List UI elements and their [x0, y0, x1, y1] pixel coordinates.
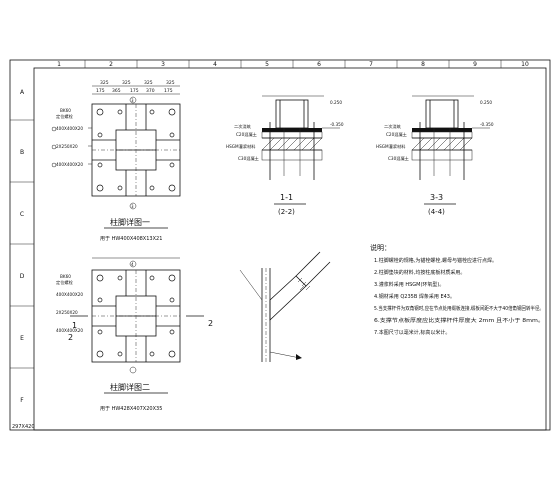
detail-1-plan: 325 325 325 325 175 365 175 370 175 3	[51, 80, 181, 242]
dim-text: 175	[164, 88, 173, 94]
callout: 二次浇筑	[234, 123, 252, 130]
section-1-1: 二次浇筑 C20混凝土 HSGM灌浆材料 C30混凝土 -0.350 0.250…	[226, 95, 344, 216]
section-mark: 4	[131, 262, 134, 267]
detail-2-title: 柱脚详图二	[110, 382, 150, 392]
sheet-code: 297X420	[12, 424, 35, 430]
note-item: 4.钢材采用 Q235B 焊条采用 E43。	[374, 293, 455, 300]
note-item: 3.灌浆料采用 HSGM(环氧型)。	[374, 281, 444, 288]
leader-label: 2X250X20	[56, 144, 78, 149]
grout-layer	[261, 131, 323, 139]
col-number: 4	[213, 61, 217, 68]
dim-text: 325	[122, 80, 131, 86]
leader-label: 2X250X20	[56, 310, 78, 315]
detail-1-subtitle: 用于 HW400X408X13X21	[100, 236, 162, 242]
row-letter: B	[20, 149, 24, 156]
leader-label: BK60	[60, 108, 71, 113]
row-letter: A	[20, 89, 25, 96]
leader-label: 400X400X20	[56, 162, 83, 167]
detail-1-title: 柱脚详图一	[110, 217, 150, 227]
leader-label: 定位螺栓	[56, 279, 74, 286]
dim-text: 175	[96, 88, 105, 94]
dim-text: 365	[112, 88, 121, 94]
gusset-plate	[269, 275, 307, 321]
callout: 二次浇筑	[384, 123, 402, 130]
anchor-bolts	[96, 108, 176, 192]
col-number: 7	[369, 61, 373, 68]
callout: HSGM灌浆材料	[376, 143, 406, 150]
col-number: 8	[421, 61, 425, 68]
section-mark: 2	[208, 319, 213, 328]
callout: HSGM灌浆材料	[226, 143, 256, 150]
leader-label: 定位螺栓	[56, 113, 74, 120]
column-numbers: 1 2 3 4 5 6 7 8 9 10	[57, 60, 529, 68]
section-label-alt: (4-4)	[428, 208, 445, 216]
notes: 说明： 1.柱脚螺栓的规格,为锚栓螺栓,螺母与锚栓应进行点焊。 2.柱脚垫块的材…	[370, 243, 544, 336]
callout: C30混凝土	[238, 155, 259, 162]
section-label-alt: (2-2)	[278, 208, 295, 216]
col-number: 1	[57, 61, 61, 68]
note-item: 6.支撑节点板厚度应比支撑杆件厚度大 2mm 且不小于 8mm。	[374, 317, 544, 324]
section-label: 3-3	[430, 193, 443, 202]
row-letter: D	[20, 273, 25, 280]
col-number: 3	[161, 61, 165, 68]
elevation: 0.250	[480, 100, 492, 105]
callout: C30混凝土	[388, 155, 409, 162]
dim-text: 325	[144, 80, 153, 86]
row-letter: C	[20, 211, 24, 218]
note-item: 1.柱脚螺栓的规格,为锚栓螺栓,螺母与锚栓应进行点焊。	[374, 257, 497, 264]
col-number: 2	[109, 61, 113, 68]
column-stub	[275, 99, 309, 129]
dim-text: 175	[130, 88, 139, 94]
detail-2-subtitle: 用于 HW428X407X20X35	[100, 406, 162, 412]
column-stub	[425, 99, 459, 129]
col-number: 5	[265, 61, 269, 68]
leader-label: 400X400X20	[56, 126, 83, 131]
dim-text: 325	[100, 80, 109, 86]
leader-label: 400X400X20	[56, 328, 83, 333]
elevation: 0.250	[330, 100, 342, 105]
col-number: 6	[317, 61, 321, 68]
section-mark: 3	[131, 204, 134, 209]
callout: C20混凝土	[236, 131, 257, 138]
leader-label: BK60	[60, 274, 71, 279]
inner-frame	[33, 67, 547, 431]
row-letters: A B C D E F	[10, 89, 34, 404]
col-number: 9	[473, 61, 477, 68]
callout: C20混凝土	[386, 131, 407, 138]
note-item: 5.当支撑杆件为双角钢时,应在节点处用缀板连接,缀板间距不大于40倍角钢回转半径…	[374, 305, 544, 312]
section-mark: 3	[131, 98, 134, 103]
note-item: 2.柱脚垫块的材料,均按柱底板材质采用。	[374, 269, 465, 276]
dim-text: 325	[166, 80, 175, 86]
section-mark: 2	[68, 333, 73, 342]
dim-text: 370	[146, 88, 155, 94]
elevation: -0.350	[330, 122, 344, 127]
detail-2-plan: 4 BK60 定位螺栓 400X400X20 2X250X20 400X400X…	[56, 257, 213, 412]
col-number: 10	[521, 61, 529, 68]
section-mark: 1	[72, 321, 77, 330]
section-label: 1-1	[280, 193, 293, 202]
section-3-3: 二次浇筑 C20混凝土 HSGM灌浆材料 C30混凝土 -0.350 0.250…	[376, 95, 494, 216]
row-letter: F	[20, 397, 24, 404]
elevation: -0.350	[480, 122, 494, 127]
brace-connection-detail	[239, 251, 331, 362]
note-item: 7.本图尺寸以毫米计,标高以米计。	[374, 329, 450, 336]
grout-layer	[411, 131, 473, 139]
notes-heading: 说明：	[370, 243, 391, 252]
row-letter: E	[20, 335, 24, 342]
leader-label: 400X400X20	[56, 292, 83, 297]
anchor-bolts	[96, 274, 176, 358]
